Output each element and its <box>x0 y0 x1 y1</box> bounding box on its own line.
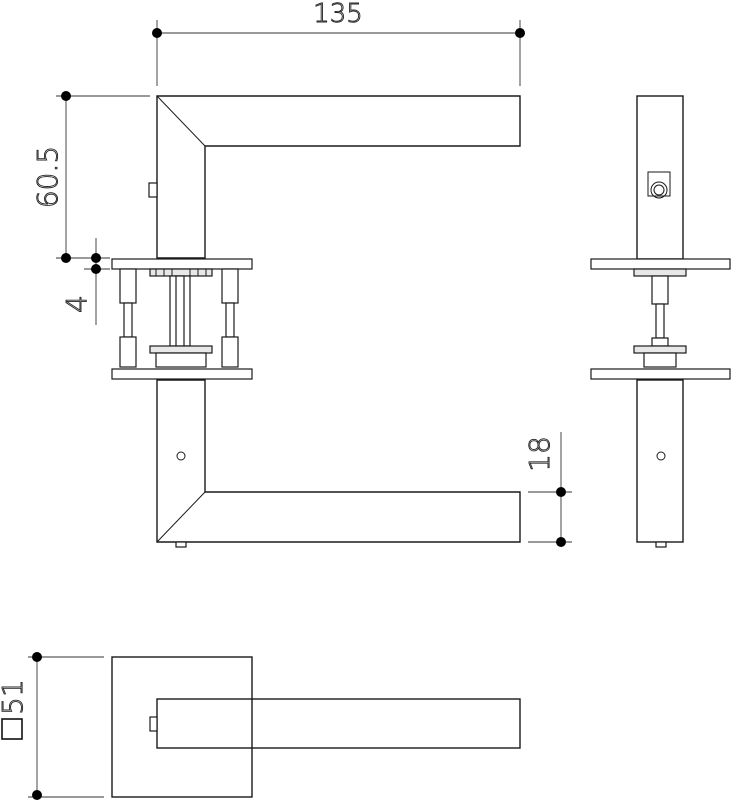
upper-set-screw <box>148 182 158 198</box>
side-lower-lever <box>636 379 684 543</box>
dim-rose-size: 51 <box>0 652 104 800</box>
top-view-rose <box>111 656 253 798</box>
dim-rose-thickness-label: 4 <box>60 295 93 313</box>
lower-set-screw <box>175 541 187 548</box>
dim-width-label: 135 <box>313 0 363 29</box>
lower-screw-hole <box>176 451 186 461</box>
side-set-screw <box>647 171 671 199</box>
top-view-lever <box>156 698 521 749</box>
dim-width: 135 <box>152 0 525 86</box>
dim-lever-thickness-label: 18 <box>523 436 556 472</box>
dim-height-label: 60.5 <box>31 146 64 208</box>
upper-lever <box>156 95 521 259</box>
rose-connectors <box>119 268 239 368</box>
side-view <box>590 95 731 548</box>
dim-rose-size-label: 51 <box>0 679 29 715</box>
top-view <box>111 656 521 798</box>
bottom-rose-plate <box>111 368 253 380</box>
top-rose-plate <box>111 258 253 270</box>
side-bottom-rose <box>590 368 731 380</box>
lower-lever <box>156 379 521 543</box>
square-symbol-icon <box>1 718 23 740</box>
side-upper-lever <box>636 95 684 260</box>
dim-rose-thickness: 4 <box>60 238 110 325</box>
front-view <box>111 95 521 548</box>
dim-lever-thickness: 18 <box>523 432 572 547</box>
side-top-rose <box>590 258 731 270</box>
dim-height: 60.5 <box>31 91 150 263</box>
